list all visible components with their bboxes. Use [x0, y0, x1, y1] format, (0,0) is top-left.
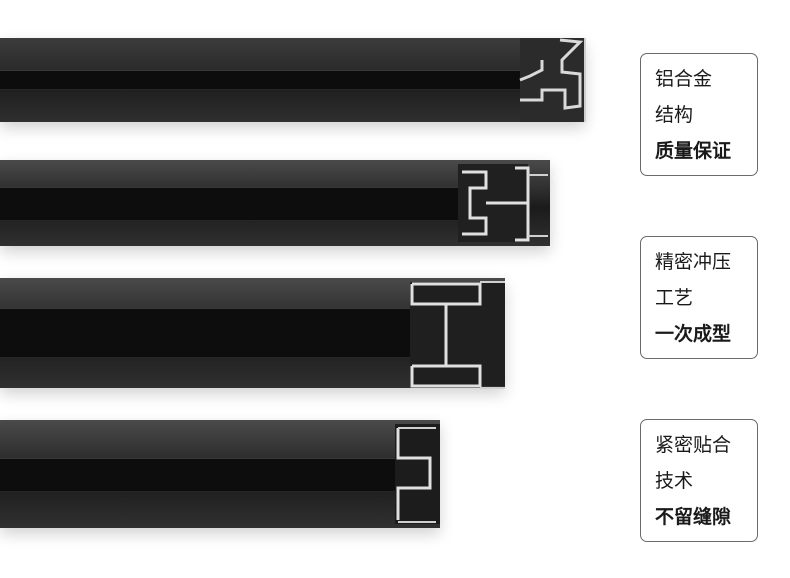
profile-groove [0, 308, 447, 358]
callout-line: 铝合金 [655, 68, 713, 90]
cross-section-2 [458, 164, 548, 242]
callout-line-emphasis: 质量保证 [655, 140, 732, 162]
callout-line: 结构 [655, 104, 694, 126]
cross-section-4 [395, 424, 440, 524]
profile-groove [0, 70, 520, 90]
feature-callout-precision-stamping: 精密冲压 工艺 一次成型 [640, 236, 758, 359]
aluminum-profile-1 [0, 38, 585, 122]
feature-callout-aluminum-structure: 铝合金 结构 质量保证 [640, 53, 758, 176]
cross-section-3 [410, 281, 505, 389]
callout-line: 工艺 [655, 287, 694, 309]
profile-groove [0, 458, 430, 492]
callout-line: 紧密贴合 [655, 434, 732, 456]
callout-line-emphasis: 不留缝隙 [655, 506, 732, 528]
profile-groove [0, 187, 472, 221]
cross-section-1 [519, 38, 586, 122]
callout-line: 技术 [655, 470, 694, 492]
aluminum-profile-4 [0, 420, 440, 528]
callout-line: 精密冲压 [655, 251, 732, 273]
callout-line-emphasis: 一次成型 [655, 323, 732, 345]
feature-callout-tight-fit: 紧密贴合 技术 不留缝隙 [640, 419, 758, 542]
